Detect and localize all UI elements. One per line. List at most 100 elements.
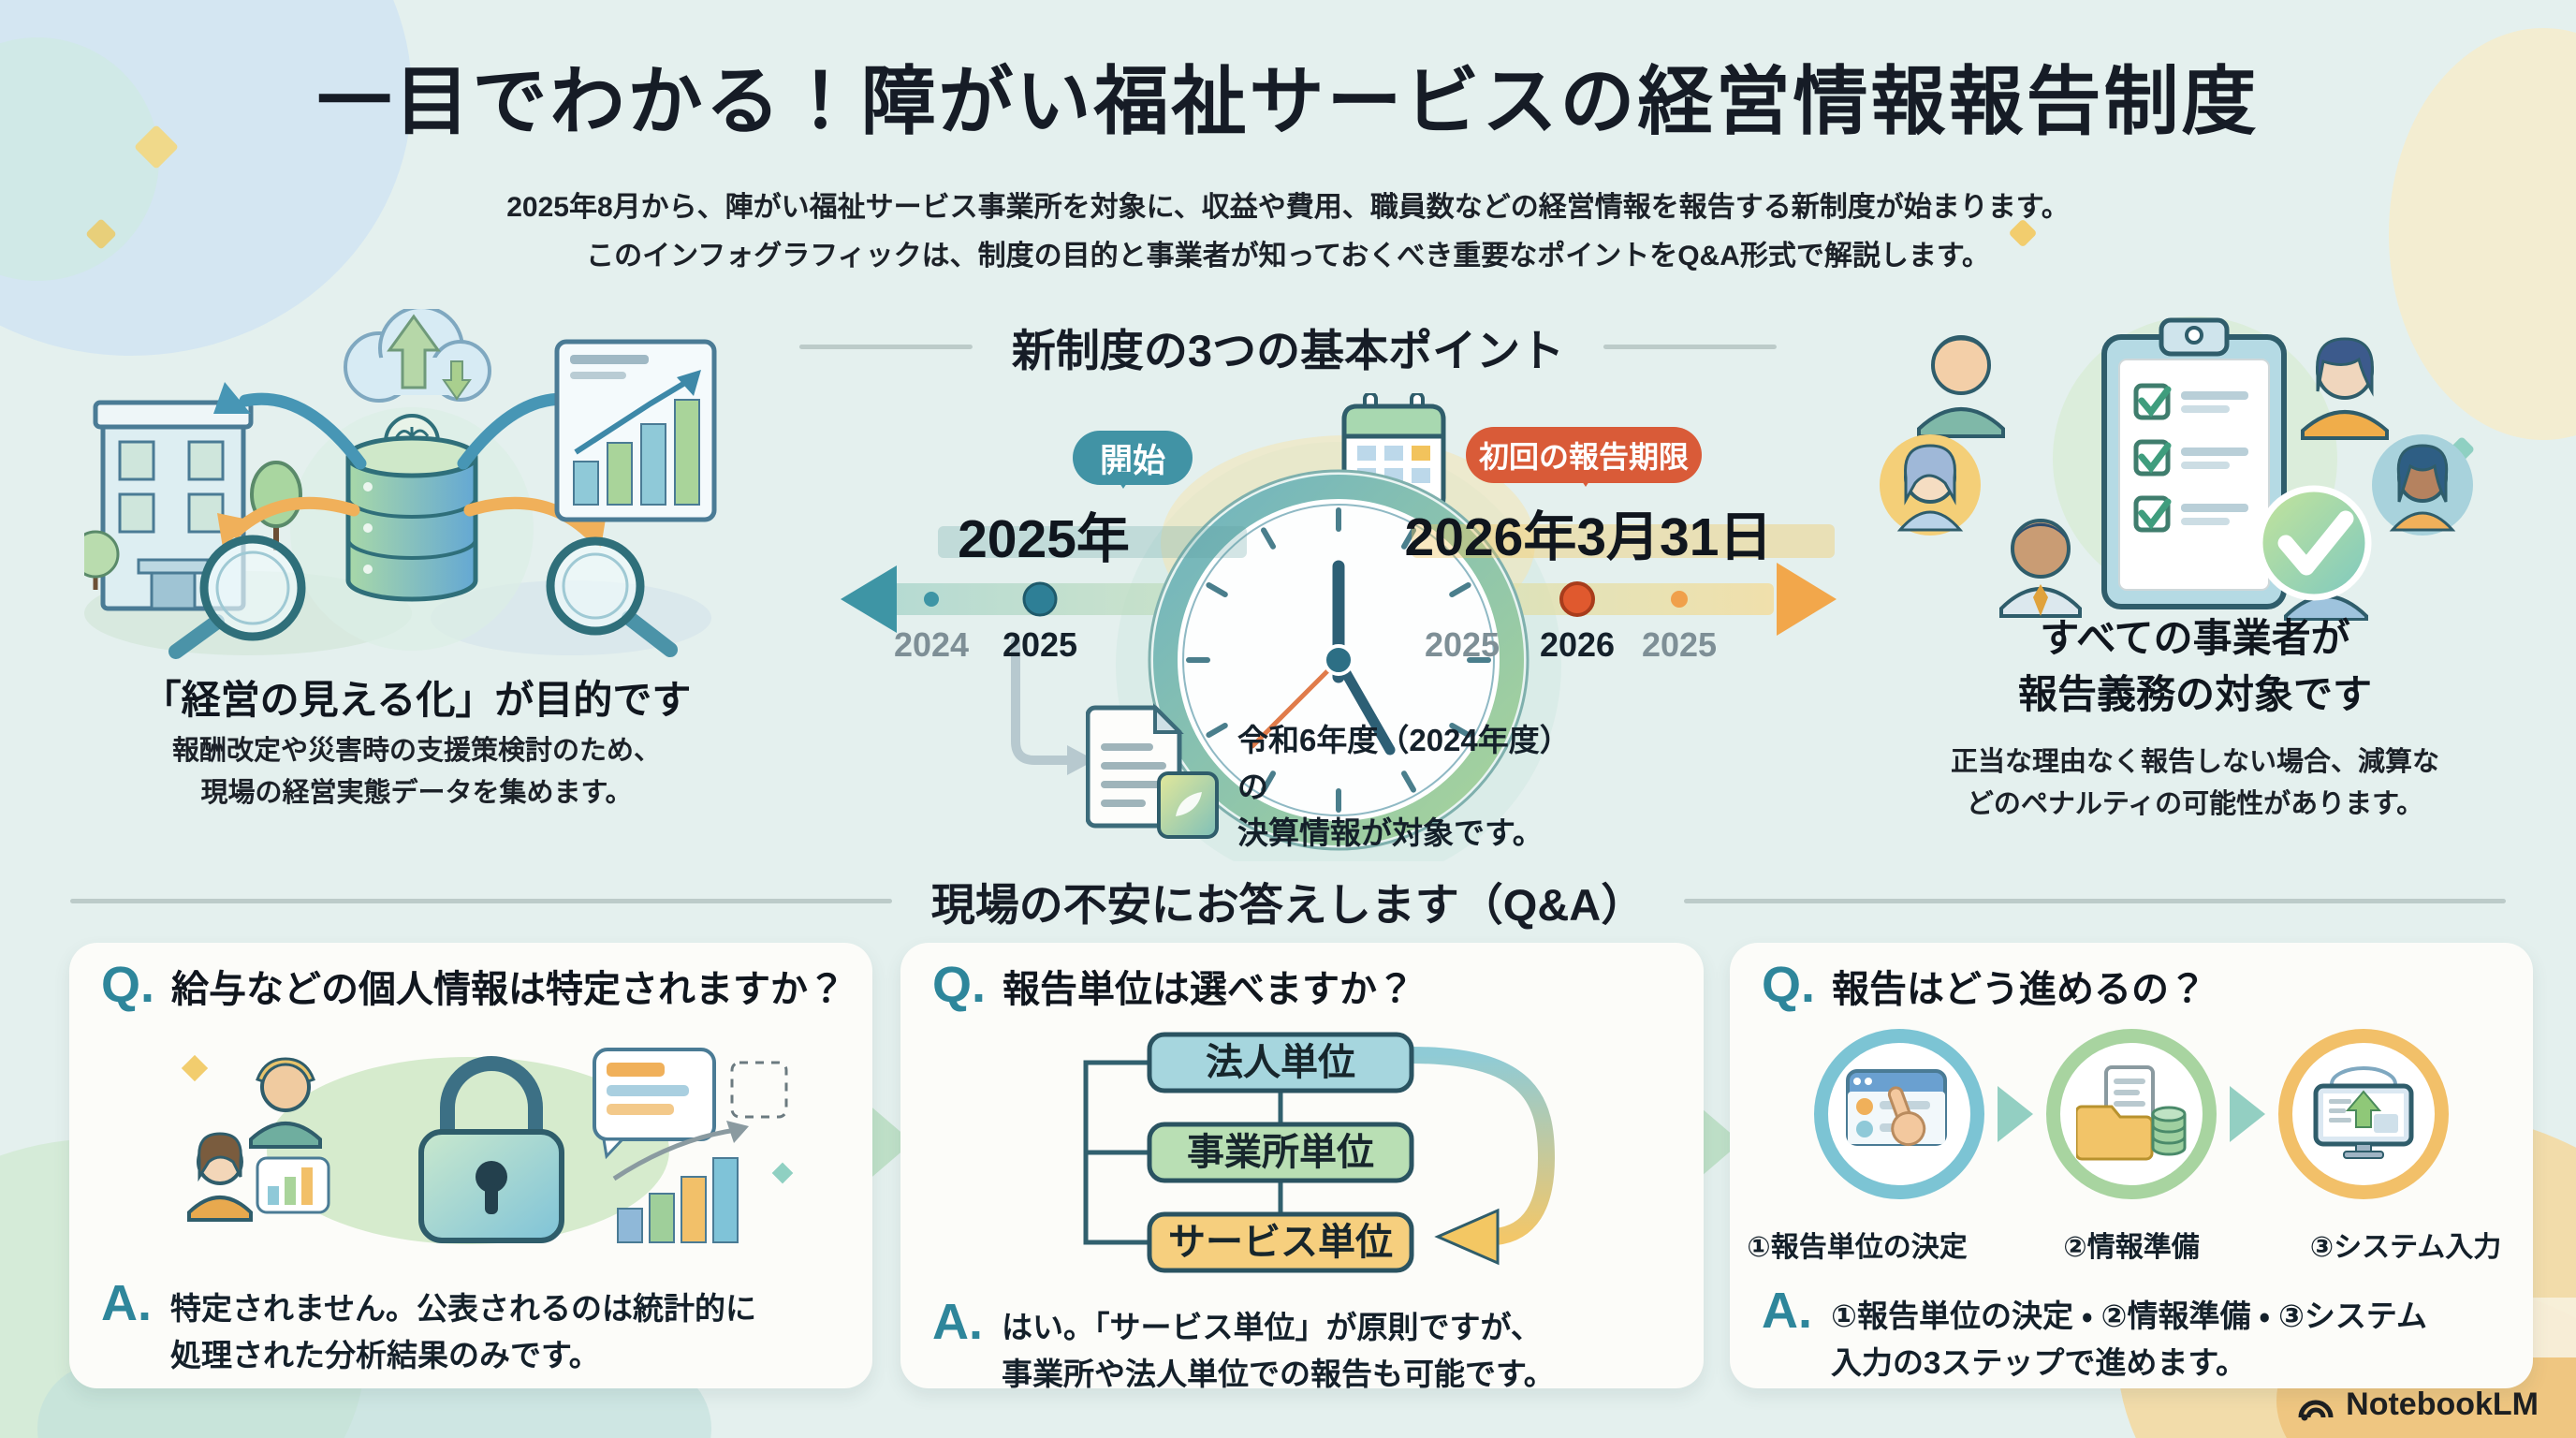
clock-icon bbox=[1148, 469, 1530, 851]
points-section-header: 新制度の3つの基本ポイント bbox=[798, 315, 1778, 379]
avatar-woman-top-right bbox=[2301, 337, 2389, 440]
qa-section-header: 現場の不安にお答えします（Q&A） bbox=[70, 869, 2507, 933]
svg-text:事業所単位: 事業所単位 bbox=[1187, 1132, 1374, 1173]
checklist-clipboard-icon bbox=[2101, 317, 2287, 609]
q-label: Q. bbox=[101, 957, 155, 1013]
subtitle-line2: このインフォグラフィックは、制度の目的と事業者が知っておくべき重要なポイントをQ… bbox=[586, 240, 1990, 271]
document-icon bbox=[1086, 703, 1219, 839]
question-row: Q. 給与などの個人情報は特定されますか？ bbox=[101, 960, 854, 1012]
avatar-woman-small bbox=[187, 1132, 253, 1222]
timeline-note: 令和6年度（2024年度）の 決算情報が対象です。 bbox=[1237, 717, 1593, 857]
second-hand bbox=[1250, 657, 1341, 749]
tick-2024: 2024 bbox=[893, 625, 970, 664]
reporting-unit-flowchart: 法人単位 事業所単位 サービス単位 bbox=[1083, 1032, 1556, 1273]
step2-label: ②情報準備 bbox=[2063, 1232, 2200, 1263]
points-header-text: 新制度の3つの基本ポイント bbox=[1011, 326, 1565, 375]
point1-title: 「経営の見える化」が目的です bbox=[141, 678, 692, 722]
answer-line1: ①報告単位の決定 ・ ②情報準備 ・ ③システム bbox=[1831, 1299, 2427, 1333]
answer-text: ①報告単位の決定 ・ ②情報準備 ・ ③システム 入力の3ステップで進めます。 bbox=[1831, 1285, 2427, 1386]
loop-arrowhead bbox=[1434, 1208, 1500, 1266]
qa-header-text: 現場の不安にお答えします（Q&A） bbox=[930, 880, 1646, 930]
timeline-right-arrowhead bbox=[1777, 563, 1837, 636]
point3-desc-line2: どのペナルティの可能性があります。 bbox=[1966, 788, 2424, 819]
point3-description: 正当な理由なく報告しない場合、減算な どのペナルティの可能性があります。 bbox=[1867, 741, 2523, 826]
step3-circle bbox=[2278, 1029, 2449, 1199]
step3-label: ③システム入力 bbox=[2309, 1232, 2502, 1263]
page-title: 一目でわかる！障がい福祉サービスの経営情報報告制度 bbox=[316, 60, 2260, 143]
point1-desc-line1: 報酬改定や災害時の支援策検討のため、 bbox=[171, 736, 661, 766]
question-text: 報告単位は選べますか？ bbox=[1003, 969, 1415, 1010]
tick-last: 2025 bbox=[1641, 625, 1718, 664]
answer-row: A. はい。「サービス単位」が原則ですが、 事業所や法人単位での報告も可能です。 bbox=[932, 1297, 1681, 1397]
start-badge: 開始 bbox=[1073, 431, 1193, 489]
point3-title: すべての事業者が 報告義務の対象です bbox=[1867, 610, 2523, 722]
tick-dot-last bbox=[1671, 591, 1688, 608]
analytics-panel-icon bbox=[554, 339, 717, 522]
avatar-man-nurse bbox=[1917, 335, 2005, 438]
tick-dot-2024 bbox=[924, 592, 939, 607]
highlight-yellow bbox=[1412, 524, 1835, 558]
a-label: A. bbox=[1762, 1283, 1812, 1339]
step-labels: ①報告単位の決定 ②情報準備 ③システム入力 bbox=[1737, 1224, 2525, 1265]
point3-title-line1: すべての事業者が bbox=[2040, 616, 2350, 660]
question-text: 報告はどう進めるの？ bbox=[1832, 969, 2207, 1010]
data-card-icon bbox=[593, 1048, 716, 1160]
browser-select-icon bbox=[1846, 1069, 1947, 1147]
a-label: A. bbox=[932, 1294, 983, 1350]
answer-row: A. ①報告単位の決定 ・ ②情報準備 ・ ③システム 入力の3ステップで進めま… bbox=[1762, 1285, 2510, 1386]
divider-line bbox=[70, 899, 892, 903]
answer-row: A. 特定されません。公表されるのは統計的に 処理された分析結果のみです。 bbox=[101, 1278, 850, 1378]
answer-line2: 処理された分析結果のみです。 bbox=[170, 1337, 600, 1372]
privacy-lock-illustration bbox=[181, 1048, 794, 1244]
check-circle-icon bbox=[2256, 485, 2372, 601]
all-providers-illustration bbox=[1880, 316, 2473, 621]
pointer-hand-icon bbox=[1887, 1086, 1926, 1147]
lock-icon bbox=[418, 1056, 564, 1243]
minute-hand bbox=[1333, 654, 1396, 756]
procedure-steps bbox=[1737, 1029, 2525, 1199]
system-upload-icon bbox=[2313, 1066, 2414, 1159]
tick-2025-right: 2025 bbox=[1424, 625, 1500, 664]
note-line1: 令和6年度（2024年度）の bbox=[1237, 723, 1571, 804]
answer-line1: はい。「サービス単位」が原則ですが、 bbox=[1002, 1310, 1542, 1344]
deadline-date-label: 2026年3月31日 bbox=[1404, 507, 1773, 567]
magnifier-icon bbox=[546, 536, 678, 657]
calendar-icon bbox=[1341, 393, 1446, 514]
database-icon bbox=[345, 414, 478, 602]
avatar-woman-right bbox=[2372, 434, 2473, 536]
note-line2: 決算情報が対象です。 bbox=[1237, 815, 1544, 850]
watermark: NotebookLM bbox=[2297, 1387, 2539, 1423]
point3-desc-line1: 正当な理由なく報告しない場合、減算な bbox=[1950, 747, 2439, 777]
divider-line bbox=[1684, 899, 2507, 903]
answer-line2: 入力の3ステップで進めます。 bbox=[1831, 1344, 2247, 1380]
timeline-left-arrowhead bbox=[841, 565, 897, 633]
step-arrow bbox=[1998, 1086, 2033, 1142]
qa-card-privacy: Q. 給与などの個人情報は特定されますか？ bbox=[69, 943, 872, 1388]
question-text: 給与などの個人情報は特定されますか？ bbox=[171, 969, 846, 1010]
watermark-text: NotebookLM bbox=[2346, 1387, 2539, 1422]
q-label: Q. bbox=[1762, 957, 1816, 1013]
mini-chart-card bbox=[256, 1156, 330, 1214]
tick-2025-start: 2025 bbox=[1002, 625, 1078, 664]
answer-line2: 事業所や法人単位での報告も可能です。 bbox=[1002, 1356, 1555, 1391]
start-year-label: 2025年 bbox=[958, 509, 1130, 569]
question-row: Q. 報告はどう進めるの？ bbox=[1762, 960, 2514, 1012]
decor-spark bbox=[771, 1162, 794, 1184]
highlight-teal bbox=[938, 526, 1247, 558]
notebooklm-logo-icon bbox=[2298, 1400, 2334, 1420]
point1-description: 報酬改定や災害時の支援策検討のため、 現場の経営実態データを集めます。 bbox=[80, 730, 754, 814]
loop-arrow bbox=[1411, 1047, 1556, 1245]
a-label: A. bbox=[101, 1275, 152, 1331]
deadline-badge: 初回の報告期限 bbox=[1466, 427, 1702, 487]
tick-dot-2025-start bbox=[1022, 581, 1058, 617]
divider-line bbox=[798, 345, 973, 349]
note-connector-arrow bbox=[1011, 637, 1095, 775]
flow-box-service: サービス単位 bbox=[1147, 1211, 1414, 1273]
cloud-upload-icon bbox=[344, 309, 491, 403]
step-arrow bbox=[2230, 1086, 2265, 1142]
flow-box-houjin: 法人単位 bbox=[1147, 1032, 1414, 1093]
point1-desc-line2: 現場の経営実態データを集めます。 bbox=[200, 777, 633, 808]
qa-card-reporting-unit: Q. 報告単位は選べますか？ 法人単位 事業 bbox=[900, 943, 1704, 1391]
answer-text: はい。「サービス単位」が原則ですが、 事業所や法人単位での報告も可能です。 bbox=[1002, 1297, 1555, 1397]
